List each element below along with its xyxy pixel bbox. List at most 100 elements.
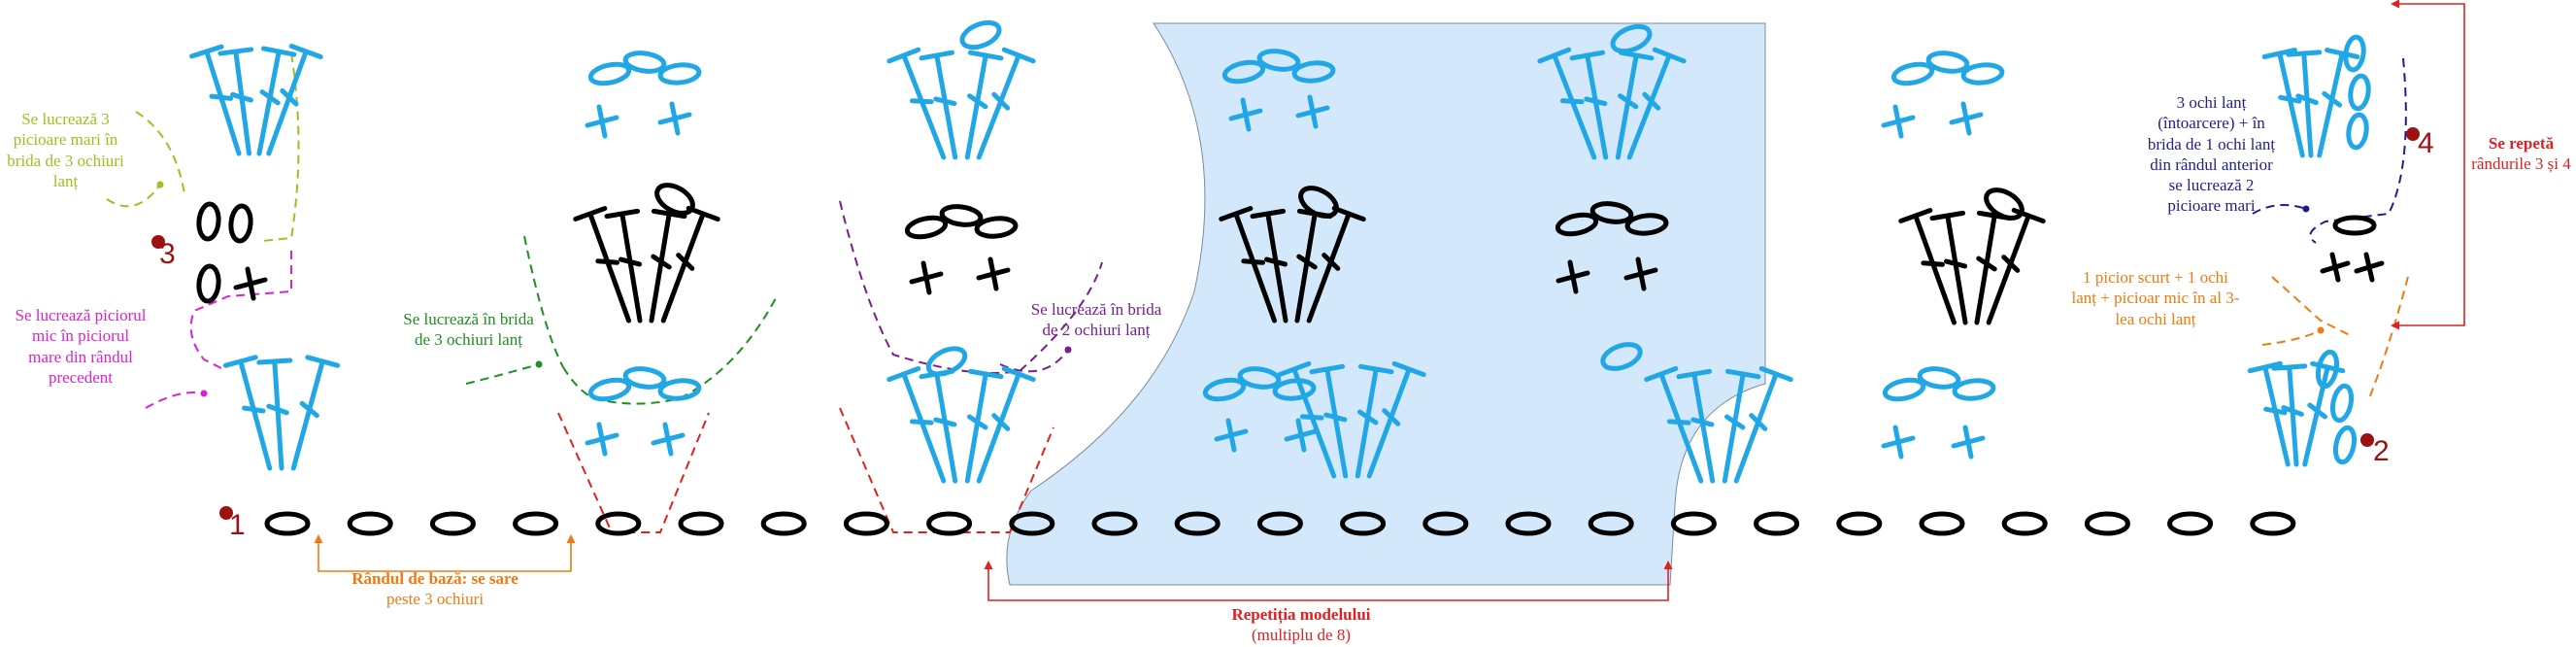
bracket-repeat-rows: [2398, 3, 2465, 326]
chain-stitch: [1610, 23, 1653, 54]
pointer-magenta: [145, 392, 205, 409]
row-number-3: 3: [159, 238, 176, 270]
guide-navy: [2309, 57, 2407, 244]
chain-stitch: [1091, 511, 1138, 536]
double-crochet: [2261, 48, 2305, 158]
chain-stitch: [2348, 73, 2371, 112]
chain-stitch: [1589, 201, 1634, 224]
chain-stitch: [939, 204, 984, 227]
double-crochet: [290, 355, 341, 471]
chain-stitch: [1256, 49, 1301, 72]
row-number-4: 4: [2418, 127, 2434, 159]
guide-red: [557, 412, 710, 533]
single-crochet: [1623, 256, 1658, 291]
chain-stitch: [1588, 511, 1634, 536]
chain-stitch: [657, 62, 702, 85]
double-crochet: [976, 365, 1036, 484]
chain-stitch: [2343, 34, 2366, 73]
single-crochet: [657, 101, 692, 136]
single-crochet: [1949, 101, 1984, 136]
chain-stitch: [1890, 61, 1935, 86]
guide-lines: [106, 52, 2409, 533]
chain-stitch: [513, 511, 559, 536]
chain-stitch: [1555, 212, 1599, 237]
single-crochet: [1228, 97, 1263, 132]
pointer-green: [465, 363, 540, 385]
arrow-head: [2391, 321, 2399, 330]
single-crochet: [1881, 104, 1916, 139]
row-number-2: 2: [2373, 435, 2390, 467]
chain-stitch: [196, 263, 221, 304]
double-crochet: [1309, 363, 1349, 479]
double-crochet: [2271, 363, 2308, 467]
chain-stitch: [429, 511, 476, 536]
double-crochet: [1355, 363, 1394, 479]
chain-stitch: [2084, 511, 2130, 536]
chain-stitch: [2167, 511, 2214, 536]
single-crochet: [1881, 425, 1916, 460]
double-crochet: [1306, 205, 1366, 324]
chain-stitch: [264, 511, 311, 536]
double-crochet: [2317, 48, 2360, 158]
chain-stitch: [926, 511, 973, 536]
double-crochet: [1366, 360, 1426, 479]
single-crochet: [1556, 259, 1590, 294]
double-crochet: [1722, 368, 1761, 484]
chain-stitch: [2001, 511, 2048, 536]
double-crochet: [1929, 210, 1968, 325]
chain-stitch: [1298, 186, 1339, 219]
chain-stitch: [2332, 215, 2377, 236]
chain-stitch: [925, 346, 968, 377]
double-crochet: [1733, 365, 1793, 484]
double-crochet: [1644, 365, 1704, 484]
note-repeat-rows: Se repetă rândurile 3 și 4: [2471, 134, 2571, 174]
row-marker-dot: [2360, 433, 2374, 447]
single-crochet: [976, 256, 1011, 291]
double-crochet: [256, 358, 293, 471]
note-base-row: Rândul de bază: se sare peste 3 ochiuri: [351, 569, 519, 609]
single-crochet: [909, 260, 944, 295]
chain-stitch: [1952, 378, 1996, 401]
chain-stitch: [904, 215, 949, 240]
double-crochet: [1569, 50, 1609, 160]
chain-stitch: [2346, 112, 2369, 151]
guide-green: [523, 235, 564, 368]
chain-stitch: [1836, 511, 1883, 536]
double-crochet: [2247, 360, 2291, 467]
double-crochet: [1615, 50, 1655, 160]
chain-stitch: [1882, 377, 1926, 402]
chain-stitch: [1984, 187, 2024, 221]
chain-stitch: [1009, 511, 1055, 536]
double-crochet: [1676, 368, 1716, 484]
chain-stitch: [1256, 511, 1303, 536]
note-left-big-stitches: Se lucrează 3 picioare mari în brida de …: [7, 110, 124, 190]
chain-stitch: [1670, 511, 1717, 536]
double-crochet: [976, 47, 1036, 160]
chain-stitch: [1505, 511, 1552, 536]
chain-stitch: [347, 511, 393, 536]
pointer-orange: [2261, 329, 2322, 346]
pointer-purple-head: [1064, 346, 1072, 354]
single-crochet: [233, 266, 268, 301]
chain-stitch: [622, 366, 667, 390]
double-crochet: [256, 46, 297, 156]
row-number-1: 1: [229, 509, 246, 541]
pointer-purple: [999, 349, 1069, 373]
double-crochet: [964, 368, 1004, 484]
chain-stitch: [622, 51, 667, 74]
double-crochet: [1898, 208, 1957, 325]
double-crochet: [887, 47, 947, 160]
double-crochet: [1219, 206, 1277, 324]
chain-stitch: [1754, 511, 1800, 536]
chain-stitch: [1272, 378, 1317, 401]
double-crochet: [660, 205, 720, 324]
guide-green: [562, 295, 778, 405]
note-bridge-2-chains: Se lucrează în brida de 2 ochiuri lanț: [1030, 300, 1162, 340]
pointer-navy-head: [2302, 205, 2310, 213]
chain-stitch: [2315, 349, 2340, 390]
chain-stitch: [1237, 366, 1282, 390]
double-crochet: [217, 47, 254, 156]
double-crochet: [1277, 360, 1337, 479]
chain-stitch: [654, 183, 695, 216]
chain-stitch: [843, 511, 889, 536]
